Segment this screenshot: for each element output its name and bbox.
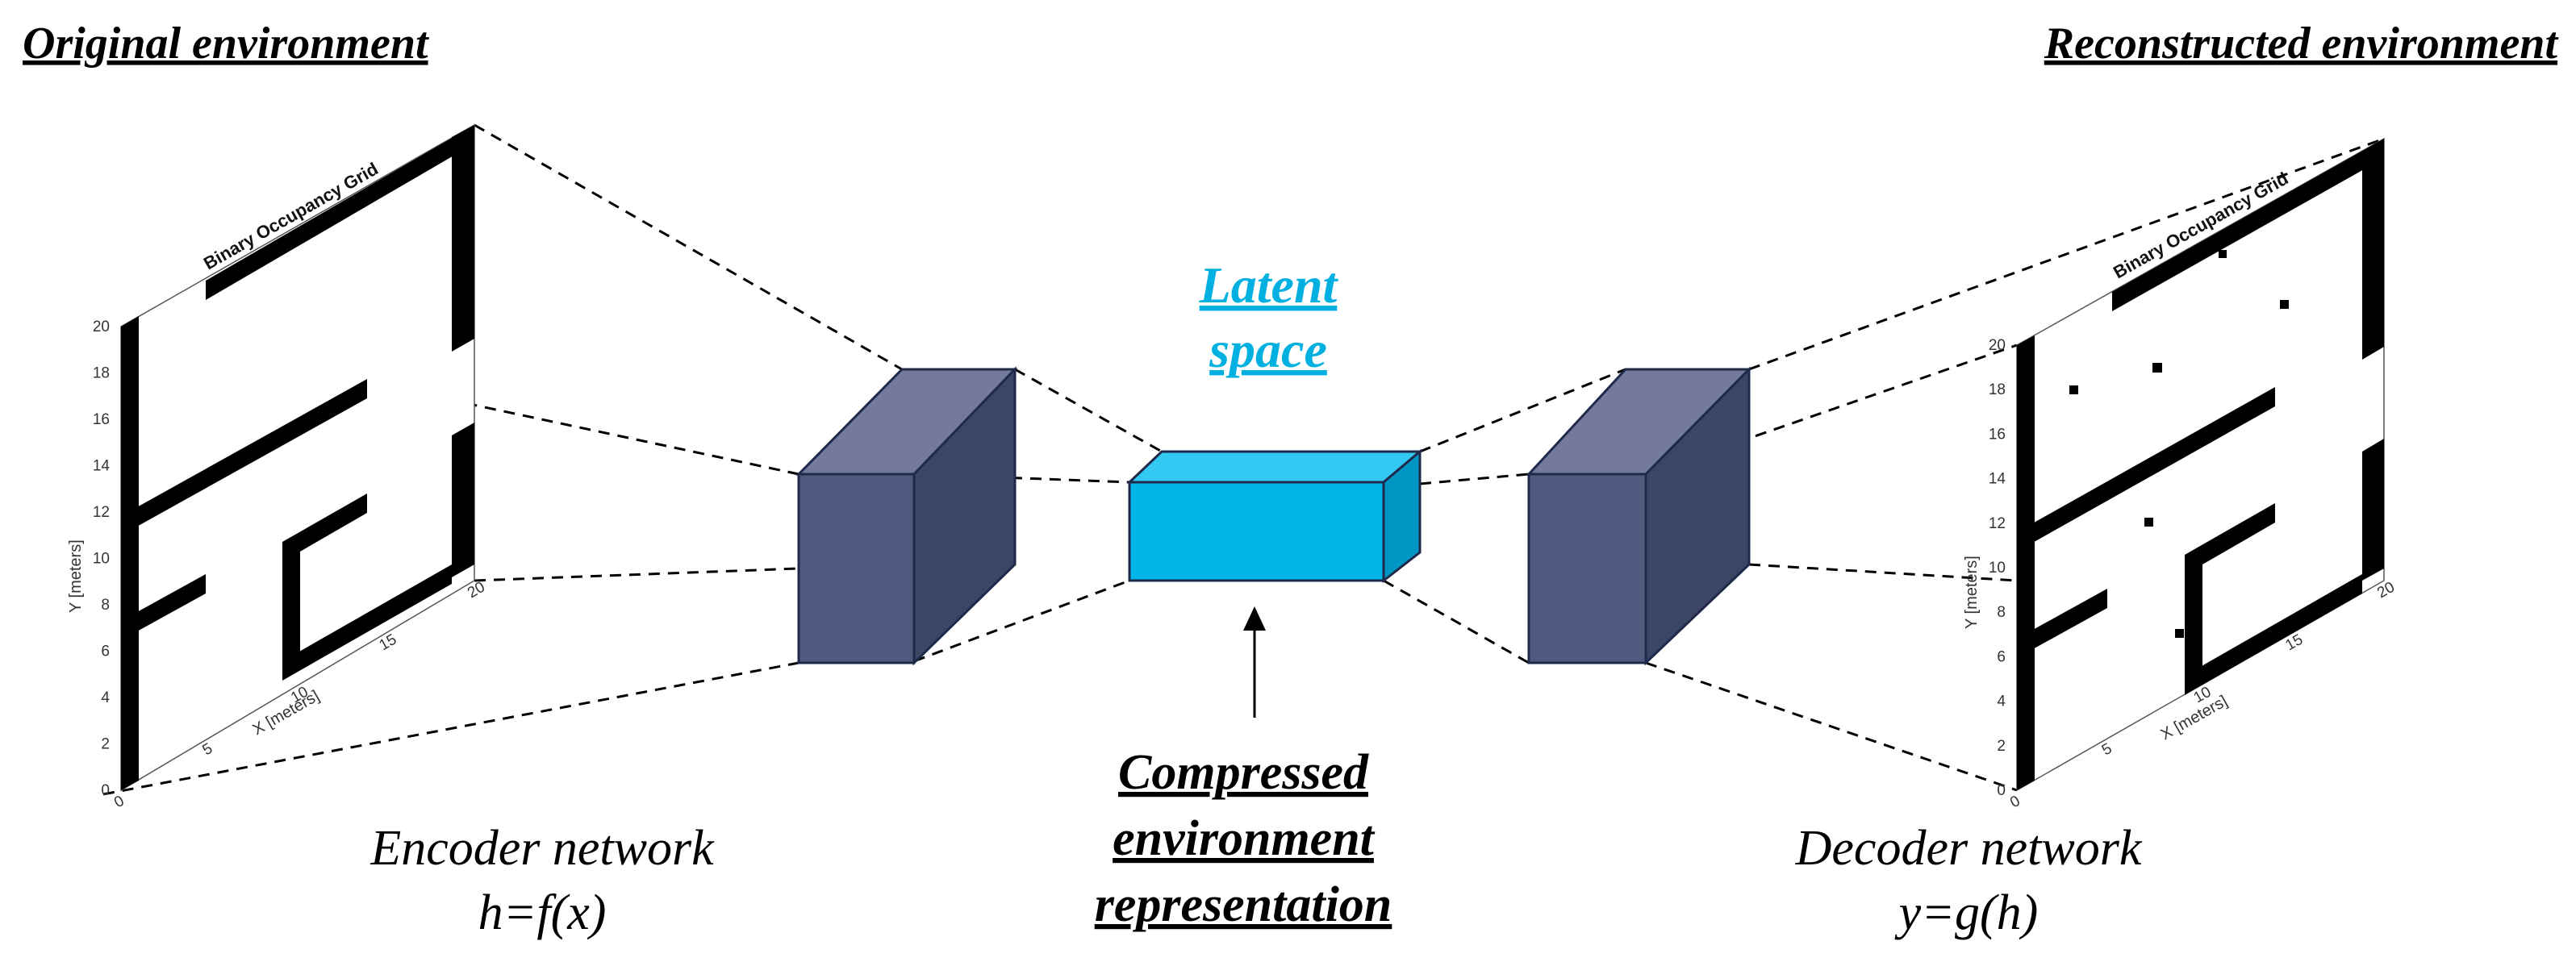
compressed-label-line3: representation [1095,877,1392,932]
wall [2112,139,2384,311]
maze-walls [121,125,474,790]
decoder-block [1526,366,1752,666]
y-tick-label: 8 [101,597,110,614]
x-tick-label: 0 [2007,793,2023,811]
maze-walls [2017,139,2384,790]
arrow-head [1243,606,1266,631]
wall [2362,439,2384,581]
y-tick-label: 10 [93,551,110,568]
projection-line [474,123,903,371]
wall [282,493,367,679]
x-tick-label: 0 [111,793,127,811]
original-occupancy-grid: Binary Occupancy Grid Y [meters] X [mete… [67,123,488,811]
latent-block [1126,448,1424,584]
y-tick-label: 4 [101,689,110,706]
y-tick-label: 16 [93,411,110,428]
y-tick-label: 12 [1989,515,2006,532]
encoder-formula: h=f(x) [478,885,607,940]
y-tick-label: 6 [101,643,110,660]
projection-line [913,473,1130,484]
wall [2362,139,2384,360]
latent-label-line1: Latent [1199,256,1339,314]
wall [121,316,139,790]
noise-speck [2144,518,2153,527]
wall [2017,387,2275,552]
y-ticks: 0 2 4 6 8 10 12 14 16 18 20 [93,319,111,799]
projection-line [474,567,800,582]
noise-speck [2280,300,2289,309]
latent-block-top [1126,450,1424,484]
noise-speck [2152,363,2162,373]
wall [2017,589,2107,658]
projection-line [1748,563,2018,582]
original-environment-title: Original environment [23,19,429,69]
y-tick-label: 2 [101,736,110,753]
y-tick-label: 4 [1997,693,2006,710]
y-axis-label: Y [meters] [67,539,85,613]
noise-speck [2069,385,2078,394]
wall [121,574,206,640]
y-tick-label: 6 [1997,648,2006,665]
y-tick-label: 12 [93,504,110,521]
decoder-block-front [1527,473,1647,664]
y-axis-label: Y [meters] [1963,556,1981,629]
projection-line [1383,579,1530,664]
wall [452,423,474,577]
compressed-label-line1: Compressed [1118,745,1369,800]
wall [2017,335,2035,790]
y-tick-label: 10 [1989,560,2006,577]
y-tick-label: 2 [1997,738,2006,755]
latent-label-line2: space [1209,321,1327,378]
reconstructed-occupancy-grid: Binary Occupancy Grid Y [meters] X [mete… [1963,137,2398,811]
projection-line [1748,137,2385,371]
y-tick-label: 18 [1989,381,2006,398]
encoder-block-front [797,473,916,664]
wall [2185,574,2362,695]
projection-line [1645,661,2018,792]
y-tick-label: 20 [1989,337,2006,354]
encoder-block [795,366,1018,666]
x-tick-label: 5 [2099,740,2115,759]
wall [206,125,474,300]
x-tick-label: 5 [200,740,216,759]
y-tick-label: 16 [1989,426,2006,443]
wall [121,379,367,535]
wall [452,125,474,352]
projection-line [1419,473,1530,485]
y-tick-label: 8 [1997,604,2006,621]
y-ticks: 0 2 4 6 8 10 12 14 16 18 20 [1989,337,2006,799]
projection-line [102,661,800,796]
y-tick-label: 14 [93,458,111,475]
encoder-caption: Encoder network [369,821,715,876]
y-tick-label: 14 [1989,471,2006,488]
y-tick-label: 0 [1997,782,2006,799]
projection-line [1419,368,1626,453]
noise-speck [2219,250,2227,258]
y-tick-label: 18 [93,365,110,382]
y-tick-label: 20 [93,319,110,335]
projection-lines [102,123,2385,796]
wall [2185,503,2275,693]
wall [282,564,452,681]
reconstructed-environment-title: Reconstructed environment [2044,19,2559,69]
latent-block-front [1128,481,1385,582]
pointer-arrow [1243,606,1266,718]
compressed-label-line2: environment [1113,811,1376,866]
y-tick-label: 0 [101,782,110,799]
noise-speck [2175,629,2184,638]
decoder-caption: Decoder network [1795,821,2143,876]
projection-line [1014,368,1163,453]
decoder-formula: y=g(h) [1894,885,2039,940]
